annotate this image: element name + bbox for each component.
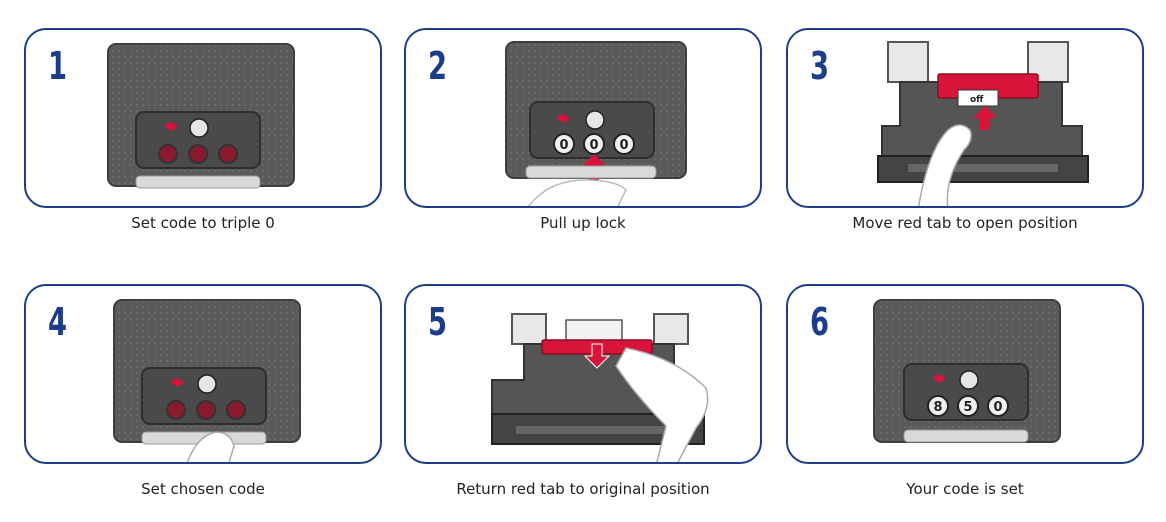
finger-icon <box>528 179 627 206</box>
dial-3 <box>226 400 246 420</box>
step-4-caption: Set chosen code <box>141 480 265 498</box>
slide-arrow-icon <box>973 106 997 130</box>
dial-3 <box>987 395 1009 417</box>
step-number: 6 <box>810 300 830 344</box>
lock-illustration <box>113 299 301 462</box>
finger-icon <box>186 431 235 462</box>
key-dial-icon <box>189 118 209 138</box>
step-number: 1 <box>48 44 68 88</box>
lock-illustration <box>107 43 295 189</box>
finger-icon <box>615 347 709 462</box>
tab-label: off <box>970 95 984 105</box>
tsa-logo-icon <box>164 122 178 131</box>
step-2-panel: 2 0 0 0 <box>404 28 762 208</box>
dial-3 <box>218 144 238 164</box>
dial-1 <box>927 395 949 417</box>
step-number: 4 <box>48 300 68 344</box>
dial-2-value: 0 <box>589 138 598 153</box>
dial-1 <box>553 133 575 155</box>
step-number: 5 <box>428 300 448 344</box>
lock-internal-illustration <box>491 313 709 462</box>
step-5-caption: Return red tab to original position <box>456 480 710 498</box>
dial-3 <box>613 133 635 155</box>
tsa-logo-icon <box>170 378 184 387</box>
dial-1-value: 8 <box>933 400 942 415</box>
dial-1 <box>158 144 178 164</box>
push-down-arrow-icon <box>583 343 611 369</box>
lock-internal-illustration: off <box>877 41 1089 206</box>
finger-icon <box>917 124 972 206</box>
step-6-panel: 6 8 5 0 <box>786 284 1144 464</box>
tsa-logo-icon <box>556 114 570 123</box>
step-number: 3 <box>810 44 830 88</box>
dial-2 <box>957 395 979 417</box>
step-3-panel: 3 off <box>786 28 1144 208</box>
step-2-caption: Pull up lock <box>540 214 626 232</box>
dial-1-value: 0 <box>559 138 568 153</box>
key-dial-icon <box>585 110 605 130</box>
step-3-caption: Move red tab to open position <box>852 214 1078 232</box>
dial-2 <box>188 144 208 164</box>
step-1-panel: 1 <box>24 28 382 208</box>
step-1-caption: Set code to triple 0 <box>131 214 275 232</box>
dial-3-value: 0 <box>619 138 628 153</box>
step-5-panel: 5 <box>404 284 762 464</box>
dial-wheels <box>135 175 261 189</box>
tsa-logo-icon <box>932 374 946 383</box>
dial-2-value: 5 <box>963 400 972 415</box>
dial-1 <box>166 400 186 420</box>
step-4-panel: 4 <box>24 284 382 464</box>
key-dial-icon <box>959 370 979 390</box>
step-number: 2 <box>428 44 448 88</box>
dial-3-value: 0 <box>993 400 1002 415</box>
key-dial-icon <box>197 374 217 394</box>
lock-illustration: 8 5 0 <box>873 299 1061 443</box>
dial-2 <box>196 400 216 420</box>
lock-illustration: 0 0 0 <box>505 41 687 206</box>
step-6-caption: Your code is set <box>906 480 1024 498</box>
